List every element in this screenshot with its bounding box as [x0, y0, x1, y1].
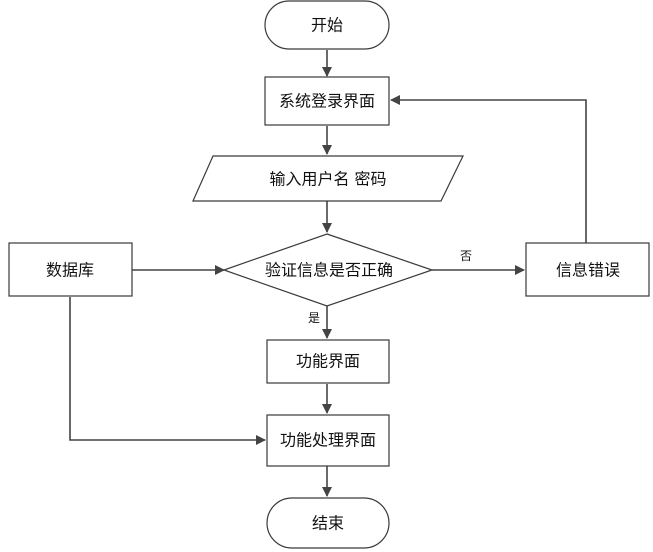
- node-info-error: 信息错误: [525, 242, 650, 297]
- edge-label-no: 否: [460, 249, 472, 263]
- node-start: 开始: [264, 0, 390, 50]
- node-label-info-error: 信息错误: [556, 261, 620, 280]
- edge-label-yes: 是: [308, 311, 320, 325]
- process-box: [266, 414, 390, 467]
- node-function-ui: 功能界面: [266, 339, 390, 384]
- node-database: 数据库: [8, 242, 133, 297]
- node-label-database: 数据库: [46, 261, 94, 280]
- io-parallelogram: [192, 155, 464, 202]
- node-end: 结束: [266, 497, 390, 549]
- node-label-start: 开始: [311, 16, 343, 35]
- node-label-function-ui: 功能界面: [296, 352, 360, 371]
- node-label-login-ui: 系统登录界面: [279, 92, 375, 111]
- node-login-ui: 系统登录界面: [264, 76, 390, 126]
- arrow-error-to-login: [390, 95, 587, 243]
- connectors: [69, 50, 587, 497]
- arrow-database-to-processing: [69, 297, 266, 445]
- decision-diamond: [222, 233, 434, 307]
- node-label-function-processing-ui: 功能处理界面: [280, 431, 376, 450]
- node-label-end: 结束: [312, 514, 344, 533]
- terminator-shape: [264, 0, 390, 50]
- node-verify: 验证信息是否正确: [222, 233, 434, 307]
- process-box: [266, 339, 390, 384]
- process-box: [8, 242, 133, 297]
- node-input-credentials: 输入用户名 密码: [192, 155, 464, 202]
- terminator-shape: [266, 497, 390, 549]
- node-label-verify: 验证信息是否正确: [265, 261, 393, 280]
- process-box: [264, 76, 390, 126]
- node-function-processing-ui: 功能处理界面: [266, 414, 390, 467]
- node-label-input-credentials: 输入用户名 密码: [269, 170, 386, 189]
- process-box: [525, 242, 650, 297]
